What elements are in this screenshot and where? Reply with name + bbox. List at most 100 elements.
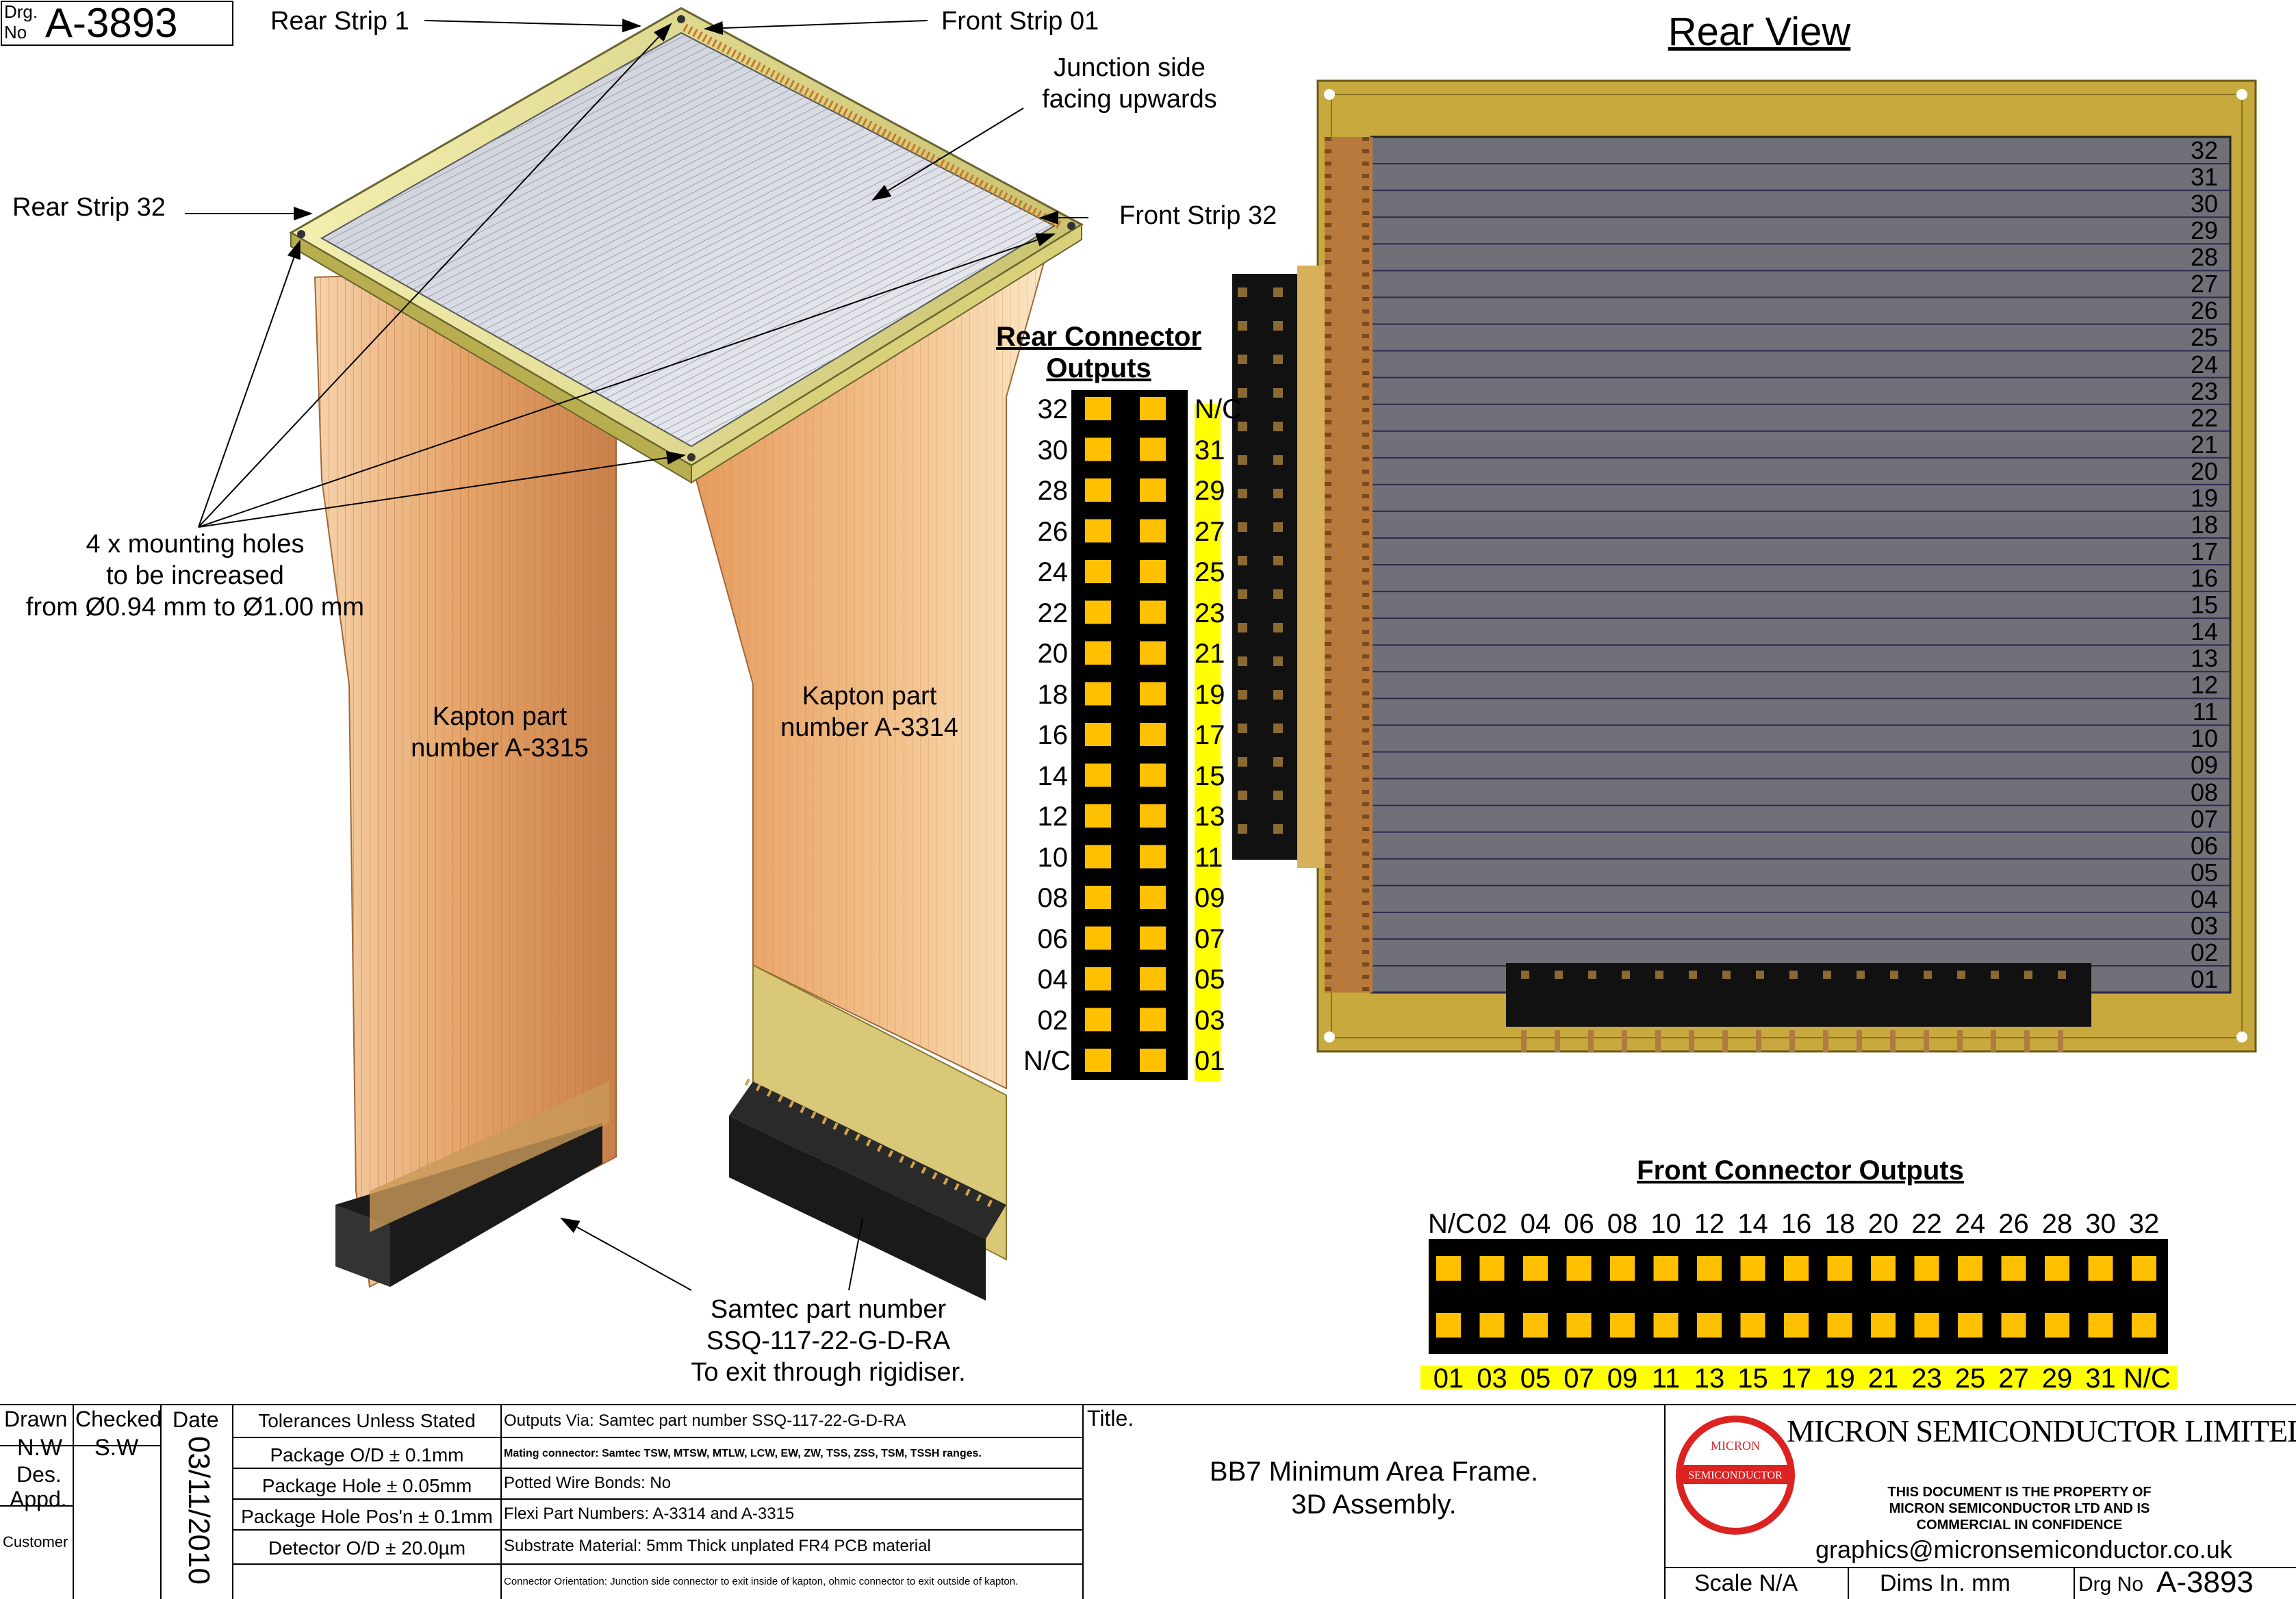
- front-top-pin-label: 28: [2041, 1209, 2073, 1239]
- front-bottom-pin-label: 09: [1607, 1364, 1638, 1394]
- strip-number-label: 32: [2190, 136, 2218, 164]
- connector-pin: [1756, 971, 1764, 979]
- rear-connector-title-2: Outputs: [1046, 353, 1151, 383]
- front-bottom-pin-label: 17: [1781, 1364, 1812, 1394]
- title-label: Title.: [1087, 1406, 1134, 1431]
- rear-left-pin-label: 32: [1037, 394, 1069, 424]
- connector-pin: [1857, 1030, 1862, 1052]
- rear-left-pin-label: 02: [1037, 1005, 1069, 1036]
- samtec-connector-right: [729, 1116, 986, 1301]
- rear-connector-pad: [1085, 397, 1111, 420]
- front-connector-pad: [1914, 1256, 1939, 1281]
- front-connector-pad: [1784, 1256, 1809, 1281]
- front-top-pin-label: N/C: [1428, 1209, 1475, 1239]
- connector-pin: [1273, 623, 1283, 632]
- checked-value: S.W: [94, 1435, 139, 1461]
- checked-label: Checked: [75, 1407, 162, 1431]
- strip-number-label: 09: [2190, 751, 2218, 780]
- rear-left-pin-label: 04: [1037, 964, 1069, 995]
- front-bottom-pin-label: 07: [1564, 1364, 1594, 1394]
- drg-no-value: A-3893: [2156, 1565, 2254, 1599]
- company-logo: MICRON SEMICONDUCTOR: [1676, 1416, 1795, 1535]
- front-top-pin-label: 18: [1824, 1209, 1855, 1239]
- connector-pin: [1273, 355, 1283, 364]
- mounting-hole: [297, 230, 305, 238]
- rear-right-pin-label: 03: [1195, 1005, 1225, 1036]
- rear-connector-pad: [1085, 641, 1111, 665]
- rear-right-pin-label: N/C: [1195, 394, 1242, 424]
- strip-number-label: 19: [2190, 483, 2218, 512]
- front-bottom-pin-label: 27: [1998, 1364, 2029, 1394]
- front-connector-pad: [2045, 1256, 2069, 1281]
- connector-pin: [1273, 724, 1283, 733]
- connector-pin: [1588, 971, 1596, 979]
- drawing-title-2: 3D Assembly.: [1291, 1489, 1457, 1520]
- strip-number-label: 13: [2190, 644, 2218, 673]
- connector-pin: [1789, 971, 1798, 979]
- front-connector-diagram: [1420, 1239, 2177, 1389]
- callout-mounting-holes-2: to be increased: [106, 561, 284, 590]
- drg-label: Drg.: [4, 1, 38, 22]
- rear-connector-pad: [1085, 560, 1111, 583]
- strip-number-label: 06: [2190, 831, 2218, 860]
- rear-connector-diagram: [1071, 390, 1221, 1082]
- strip-number-label: 01: [2190, 964, 2218, 993]
- connector-pin: [1238, 489, 1247, 498]
- samtec-label: Samtec part number: [710, 1295, 947, 1324]
- rear-right-pin-label: 23: [1195, 598, 1225, 628]
- front-connector-pad: [2001, 1256, 2026, 1281]
- connector-pin: [1238, 791, 1247, 800]
- strip-number-label: 21: [2190, 430, 2218, 459]
- front-connector-pad: [1610, 1313, 1635, 1338]
- callout-rear-strip-1: Rear Strip 1: [270, 7, 409, 36]
- callout-front-strip-32: Front Strip 32: [1119, 201, 1277, 230]
- front-connector-pad: [1566, 1313, 1592, 1338]
- dims-field: Dims In. mm: [1880, 1570, 2011, 1596]
- rear-connector-pad: [1085, 845, 1111, 869]
- tolerance-row: Package O/D ± 0.1mm: [270, 1444, 464, 1466]
- front-top-pin-label: 16: [1781, 1209, 1812, 1239]
- rear-connector-pad: [1085, 967, 1111, 990]
- front-connector-pad: [1523, 1313, 1548, 1338]
- rear-connector-pad: [1140, 723, 1166, 746]
- connector-pin: [1273, 321, 1283, 331]
- front-connector-pad: [1697, 1313, 1722, 1338]
- front-connector-pad: [1740, 1313, 1765, 1338]
- front-bottom-pin-label: 13: [1694, 1364, 1725, 1394]
- connector-pin: [1924, 1030, 1929, 1052]
- strip-number-label: 28: [2190, 243, 2218, 272]
- note-row: Outputs Via: Samtec part number SSQ-117-…: [504, 1411, 906, 1430]
- strip-number-label: 11: [2192, 698, 2218, 726]
- rear-left-pin-label: 16: [1037, 720, 1069, 750]
- drawn-label: Drawn: [4, 1407, 68, 1431]
- connector-pin: [1991, 1030, 1996, 1052]
- front-top-pin-label: 20: [1867, 1209, 1899, 1239]
- front-top-pin-label: 24: [1954, 1209, 1986, 1239]
- email-address: graphics@micronsemiconductor.co.uk: [1815, 1535, 2232, 1563]
- rear-left-pin-label: 26: [1037, 516, 1069, 547]
- strip-number-label: 17: [2190, 537, 2218, 565]
- rear-connector-pad: [1140, 804, 1166, 828]
- front-top-pin-label: 22: [1911, 1209, 1942, 1239]
- note-row: Potted Wire Bonds: No: [504, 1474, 672, 1492]
- strip-number-label: 15: [2190, 591, 2218, 619]
- rear-connector-pad: [1085, 600, 1111, 624]
- connector-pin: [1273, 589, 1283, 599]
- des-label: Des.: [16, 1462, 62, 1487]
- front-connector-pad: [1871, 1256, 1896, 1281]
- front-connector-pad: [2088, 1256, 2113, 1281]
- assembly-3d: [289, 7, 1084, 1301]
- front-top-pin-label: 08: [1607, 1209, 1638, 1239]
- connector-pin: [1957, 971, 1965, 979]
- rear-connector-pad: [1140, 641, 1166, 665]
- connector-pin: [1238, 757, 1247, 767]
- strip-number-label: 03: [2190, 911, 2218, 940]
- connector-pin: [1273, 388, 1283, 398]
- connector-pin: [1521, 1030, 1527, 1052]
- rear-connector-pad: [1140, 519, 1166, 543]
- strip-number-label: 29: [2190, 216, 2218, 245]
- connector-pin: [1655, 1030, 1661, 1052]
- rear-connector-pad: [1140, 560, 1166, 583]
